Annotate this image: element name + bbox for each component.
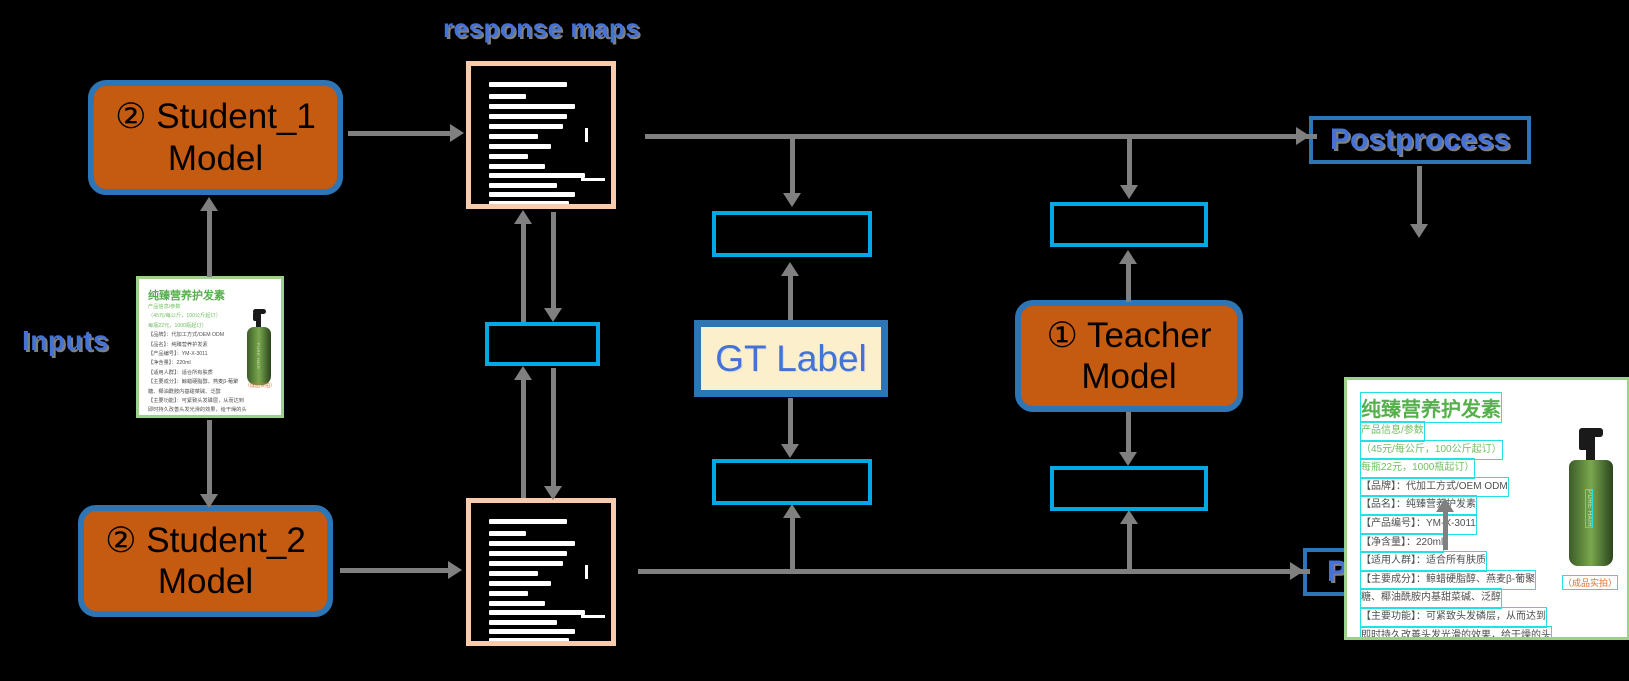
teacher-model-label: ① Teacher Model [1046, 315, 1212, 396]
arrow-gt-to-top-lossbox [788, 270, 793, 320]
arrow-gt-to-bottom-lossbox [788, 398, 793, 448]
arrow-teacher-to-bottom-lossbox [1126, 412, 1131, 456]
detected-text-lines: 产品信息/参数 （45元/每公斤，100公斤起订） 每瓶22元，1000瓶起订）… [1359, 421, 1552, 637]
detected-title: 纯臻营养护发素 [1360, 392, 1502, 423]
gt-label-box[interactable]: GT Label [694, 320, 888, 397]
arrowhead-student2-to-map [448, 561, 462, 579]
loss-box-teacher-top[interactable] [1050, 202, 1208, 247]
input-card-caption: （成品实拍） [244, 383, 275, 389]
arrow-lossbox-to-maptop [521, 218, 526, 322]
response-map-top [466, 61, 616, 209]
output-product-card: 纯臻营养护发素 产品信息/参数 （45元/每公斤，100公斤起订） 每瓶22元，… [1344, 377, 1629, 640]
arrow-teacher-to-top-lossbox [1126, 258, 1131, 302]
output-card-caption: （成品实拍） [1561, 575, 1619, 590]
arrowhead-lossbox-to-mapbottom-up [514, 366, 532, 380]
loss-box-gt-top[interactable] [712, 211, 872, 257]
branch-bottom-to-gt-lossbox [790, 512, 795, 572]
arrowhead-top-to-teacher-lossbox [1120, 185, 1138, 199]
arrow-lossbox-to-mapbottom-up [521, 374, 526, 498]
arrowhead-input-to-student1 [200, 197, 218, 211]
input-card-bottle-image: PURE HAIR [239, 309, 271, 385]
arrowhead-gt-to-bottom-lossbox [781, 444, 799, 458]
input-card-title: 纯臻营养护发素 [148, 290, 225, 302]
postprocess-top-box[interactable]: Postprocess [1309, 116, 1531, 164]
arrowhead-input-to-student2 [200, 494, 218, 508]
arrow-student2-to-map [340, 568, 450, 573]
arrowhead-bus-top-to-postprocess [1296, 127, 1310, 145]
arrowhead-lossbox-to-mapbottom-down [544, 486, 562, 500]
bus-line-bottom [638, 569, 1310, 574]
inputs-label: Inputs [22, 325, 109, 356]
student-1-model-box[interactable]: ② Student_1 Model [88, 80, 343, 195]
input-card-text: 产品信息/参数 （45元/每公斤，100公斤起订） 每瓶22元，1000瓶起订）… [148, 304, 247, 414]
arrowhead-student1-to-map [450, 124, 464, 142]
bus-line-top [645, 134, 1317, 139]
arrow-input-to-student2 [207, 420, 212, 498]
branch-top-to-teacher-lossbox [1127, 134, 1132, 190]
arrowhead-postprocess-top-to-output [1410, 224, 1428, 238]
input-product-card: 纯臻营养护发素 产品信息/参数 （45元/每公斤，100公斤起订） 每瓶22元，… [136, 276, 284, 418]
loss-box-teacher-bottom[interactable] [1050, 466, 1208, 511]
arrow-postprocess-bottom-to-output [1443, 506, 1448, 550]
arrowhead-top-to-gt-lossbox [783, 193, 801, 207]
output-card-bottle-image: PURE HAIR [1555, 428, 1613, 566]
arrow-postprocess-top-to-output [1417, 166, 1422, 228]
branch-top-to-gt-lossbox [790, 134, 795, 197]
arrowhead-bottom-to-gt-lossbox [783, 504, 801, 518]
arrow-maptop-to-lossbox [551, 212, 556, 312]
arrowhead-postprocess-bottom-to-output [1436, 498, 1454, 512]
arrow-input-to-student1 [207, 205, 212, 277]
student-2-model-box[interactable]: ② Student_2 Model [78, 505, 333, 617]
arrowhead-lossbox-to-maptop [514, 210, 532, 224]
arrowhead-bus-bottom-to-postprocess [1290, 562, 1304, 580]
student-1-model-label: ② Student_1 Model [115, 97, 316, 178]
arrowhead-maptop-to-lossbox [544, 308, 562, 322]
loss-box-gt-bottom[interactable] [712, 459, 872, 505]
student-2-model-label: ② Student_2 Model [105, 520, 306, 601]
postprocess-top-label: Postprocess [1329, 123, 1511, 156]
teacher-model-box[interactable]: ① Teacher Model [1015, 300, 1243, 412]
response-maps-title: response maps [443, 13, 641, 43]
arrowhead-teacher-to-bottom-lossbox [1119, 452, 1137, 466]
gt-label-text: GT Label [715, 337, 867, 379]
arrowhead-gt-to-top-lossbox [781, 262, 799, 276]
response-map-bottom [466, 498, 616, 646]
loss-box-student-pair[interactable] [485, 322, 600, 366]
branch-bottom-to-teacher-lossbox [1127, 518, 1132, 572]
arrow-lossbox-to-mapbottom-down [551, 368, 556, 490]
arrowhead-teacher-to-top-lossbox [1119, 250, 1137, 264]
arrow-student1-to-map [348, 131, 453, 136]
arrowhead-bottom-to-teacher-lossbox [1120, 510, 1138, 524]
